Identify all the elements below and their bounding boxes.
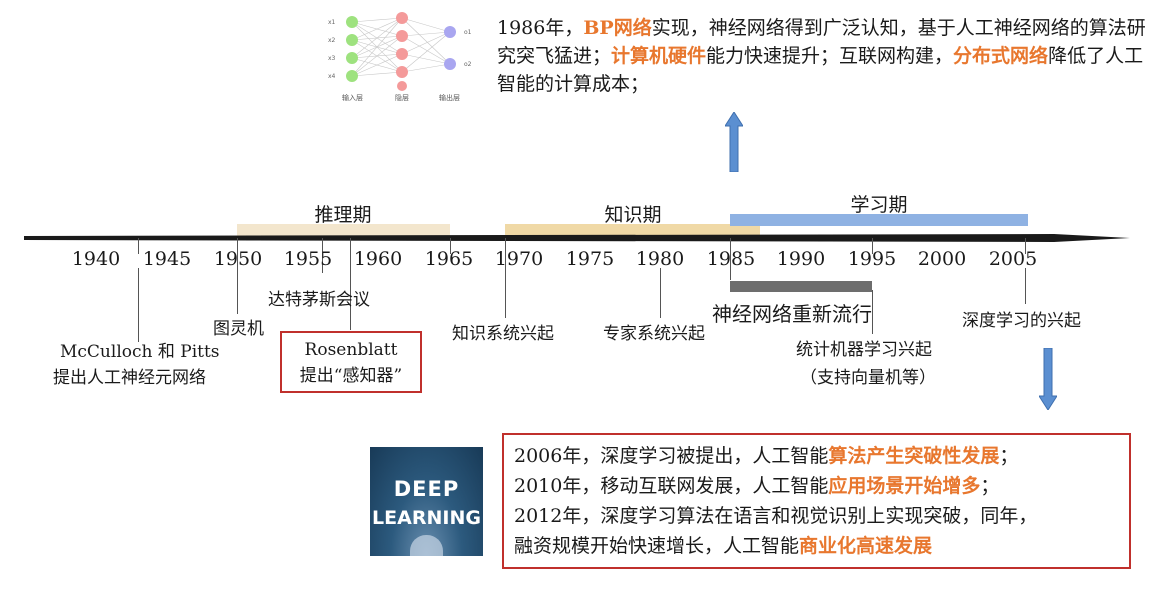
bottom-note-highlight: 商业化高速发展 <box>799 535 933 557</box>
top-note: 1986年，BP网络实现，神经网络得到广泛认知，基于人工神经网络的算法研究突飞猛… <box>497 14 1147 98</box>
year-label: 1965 <box>424 248 474 270</box>
top-note-part: 能力快速提升；互联网构建， <box>706 45 954 67</box>
year-label: 1945 <box>142 248 192 270</box>
year-label: 1955 <box>283 248 333 270</box>
up-arrow-icon <box>725 112 743 172</box>
period-band-knowledge <box>505 224 760 236</box>
hidden-layer-label: 隐层 <box>395 93 409 102</box>
bottom-note-highlight: 应用场景开始增多 <box>828 475 981 497</box>
bottom-note-highlight: 算法产生突破性发展 <box>828 445 1000 467</box>
event-rosenblatt-line1: Rosenblatt <box>304 340 398 360</box>
deep-learning-image-glow <box>410 535 443 556</box>
bottom-note-line-4: 融资规模开始快速增长，人工智能商业化高速发展 <box>514 531 1119 561</box>
tick-1955 <box>322 238 323 273</box>
bottom-note-part: ； <box>980 475 1000 497</box>
input-label-4: x4 <box>328 73 336 80</box>
tick-2005 <box>1025 238 1026 254</box>
deep-learning-image-text-2: LEARNING <box>372 507 481 529</box>
event-expert-systems: 专家系统兴起 <box>603 324 705 344</box>
input-label-3: x3 <box>328 55 336 62</box>
event-nn-revival: 神经网络重新流行 <box>712 302 872 326</box>
tick-1995 <box>872 238 873 254</box>
event-line-deep <box>1025 268 1026 304</box>
event-line-dartmouth <box>350 238 351 330</box>
input-layer-label: 输入层 <box>342 93 363 102</box>
year-label: 1990 <box>776 248 826 270</box>
top-note-part: 1986年， <box>497 17 584 39</box>
event-dartmouth: 达特茅斯会议 <box>268 290 370 310</box>
output-layer-label: 输出层 <box>439 93 460 102</box>
deep-learning-image: DEEP LEARNING <box>370 447 483 556</box>
period-band-learning <box>730 214 1028 226</box>
bottom-note-box: 2006年，深度学习被提出，人工智能算法产生突破性发展； 2010年，移动互联网… <box>502 433 1131 569</box>
event-knowledge-systems: 知识系统兴起 <box>452 324 554 344</box>
bottom-note-line-3: 2012年，深度学习算法在语言和视觉识别上实现突破，同年， <box>514 501 1119 531</box>
bottom-note-part: 融资规模开始快速增长，人工智能 <box>514 535 800 557</box>
event-stat-ml-line2: （支持向量机等） <box>800 368 936 388</box>
event-line-statml <box>872 290 873 334</box>
event-turing: 图灵机 <box>213 319 264 339</box>
year-label: 1985 <box>701 248 761 270</box>
deep-learning-image-text-1: DEEP <box>393 477 460 501</box>
tick-1965 <box>450 238 451 254</box>
top-note-part: 降低了人工智能的计算成本； <box>497 45 1144 95</box>
event-mcculloch-line1: McCulloch 和 Pitts <box>60 342 220 362</box>
event-rosenblatt-line2: 提出“感知器” <box>299 366 403 386</box>
neural-network-figure: x1 x2 x3 x4 o1 o2 输入层 隐层 输出层 <box>328 12 472 102</box>
period-label-inference: 推理期 <box>314 204 372 226</box>
bottom-note-part: ； <box>999 445 1019 467</box>
event-line-turing <box>237 238 238 314</box>
output-label-1: o1 <box>464 29 472 36</box>
bottom-note-part: 2012年，深度学习算法在语言和视觉识别上实现突破，同年， <box>514 505 1038 527</box>
bottom-note-part: 2010年，移动互联网发展，人工智能 <box>514 475 829 497</box>
period-label-learning: 学习期 <box>850 194 908 216</box>
event-line-expert <box>660 268 661 318</box>
event-deep-learning-rise: 深度学习的兴起 <box>962 311 1081 331</box>
bottom-note-line-1: 2006年，深度学习被提出，人工智能算法产生突破性发展； <box>514 441 1119 471</box>
year-label: 1940 <box>71 248 121 270</box>
nn-revival-band <box>730 281 872 292</box>
output-label-2: o2 <box>464 61 472 68</box>
period-band-inference <box>237 224 450 236</box>
rosenblatt-box: Rosenblatt 提出“感知器” <box>280 331 422 393</box>
down-arrow-icon <box>1039 348 1057 410</box>
event-mcculloch-line2: 提出人工神经元网络 <box>53 368 206 388</box>
year-label: 1975 <box>565 248 615 270</box>
event-line-revival <box>730 238 731 280</box>
year-label: 1995 <box>847 248 897 270</box>
year-label: 2005 <box>988 248 1038 270</box>
event-stat-ml-line1: 统计机器学习兴起 <box>796 340 932 360</box>
tick-1945 <box>138 238 139 254</box>
year-label: 1980 <box>635 248 685 270</box>
top-note-highlight: 分布式网络 <box>953 45 1049 67</box>
year-label: 1950 <box>208 248 268 270</box>
bottom-note-part: 2006年，深度学习被提出，人工智能 <box>514 445 829 467</box>
timeline-axis <box>24 234 1130 242</box>
top-note-highlight: 计算机硬件 <box>611 45 707 67</box>
period-label-knowledge: 知识期 <box>604 204 662 226</box>
bottom-note-line-2: 2010年，移动互联网发展，人工智能应用场景开始增多； <box>514 471 1119 501</box>
event-line-mcculloch <box>138 268 139 342</box>
input-label-1: x1 <box>328 19 336 26</box>
year-label: 2000 <box>917 248 967 270</box>
top-note-highlight: BP网络 <box>583 17 652 39</box>
event-line-knowledge <box>505 238 506 318</box>
input-label-2: x2 <box>328 37 336 44</box>
year-label: 1960 <box>353 248 403 270</box>
year-label: 1970 <box>494 248 544 270</box>
top-note-part: 实现，神经网络得到广泛认知，基于人工神经网络的算法研究突飞猛进； <box>497 17 1146 67</box>
